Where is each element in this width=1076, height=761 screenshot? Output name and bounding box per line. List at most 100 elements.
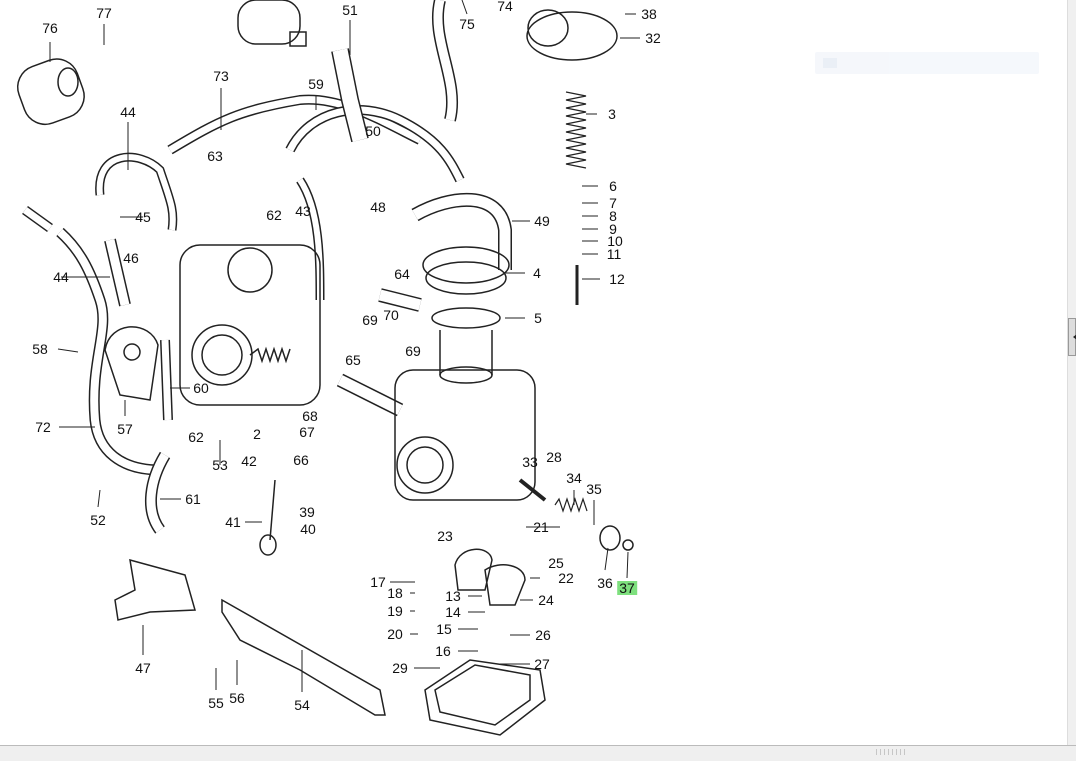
part-label-28[interactable]: 28 [546,449,562,465]
part-label-39[interactable]: 39 [299,504,315,520]
part-label-63[interactable]: 63 [207,148,223,164]
part-label-14[interactable]: 14 [445,604,461,620]
part-label-51[interactable]: 51 [342,2,358,18]
part-label-16[interactable]: 16 [435,643,451,659]
part-label-2[interactable]: 2 [253,426,261,442]
spring-41 [259,479,277,556]
part-label-52[interactable]: 52 [90,512,106,528]
part-label-24[interactable]: 24 [538,592,554,608]
part-label-45[interactable]: 45 [135,209,151,225]
part-label-44[interactable]: 44 [53,269,69,285]
fuel-filter-76 [16,58,85,126]
part-label-27[interactable]: 27 [534,656,550,672]
part-label-56[interactable]: 56 [229,690,245,706]
part-label-26[interactable]: 26 [535,627,551,643]
part-label-66[interactable]: 66 [293,452,309,468]
part-label-44[interactable]: 44 [120,104,136,120]
choke-57 [104,326,159,401]
part-label-57[interactable]: 57 [117,421,133,437]
part-label-69[interactable]: 69 [405,343,421,359]
carburetor-right [394,369,547,502]
part-label-61[interactable]: 61 [185,491,201,507]
part-label-54[interactable]: 54 [294,697,310,713]
part-label-12[interactable]: 12 [609,271,625,287]
part-label-50[interactable]: 50 [365,123,381,139]
part-label-77[interactable]: 77 [96,5,112,21]
top-cap-74 [526,9,618,61]
part-label-19[interactable]: 19 [387,603,403,619]
part-label-69[interactable]: 69 [362,312,378,328]
part-label-25[interactable]: 25 [548,555,564,571]
part-label-15[interactable]: 15 [436,621,452,637]
filter-top [237,0,307,47]
part-label-53[interactable]: 53 [212,457,228,473]
part-label-62[interactable]: 62 [188,429,204,445]
part-label-42[interactable]: 42 [241,453,257,469]
spring-3 [565,91,587,169]
part-label-3[interactable]: 3 [608,106,616,122]
float-bowl [424,659,546,736]
part-label-35[interactable]: 35 [586,481,602,497]
vertical-scrollbar[interactable] [1067,0,1076,745]
part-label-43[interactable]: 43 [295,203,311,219]
part-label-33[interactable]: 33 [522,454,538,470]
part-label-48[interactable]: 48 [370,199,386,215]
part-label-23[interactable]: 23 [437,528,453,544]
part-label-37[interactable]: 37 [617,580,637,596]
part-label-41[interactable]: 41 [225,514,241,530]
part-label-72[interactable]: 72 [35,419,51,435]
faded-icon [823,58,837,68]
part-label-9[interactable]: 9 [609,221,617,237]
part-label-21[interactable]: 21 [533,519,549,535]
carburetor-left [179,244,321,406]
valve-47 [114,558,196,621]
part-label-8[interactable]: 8 [609,208,617,224]
part-label-29[interactable]: 29 [392,660,408,676]
part-label-38[interactable]: 38 [641,6,657,22]
part-label-40[interactable]: 40 [300,521,316,537]
part-label-59[interactable]: 59 [308,76,324,92]
part-label-20[interactable]: 20 [387,626,403,642]
cap-36 [599,525,634,551]
part-label-10[interactable]: 10 [607,233,623,249]
part-label-73[interactable]: 73 [213,68,229,84]
part-label-67[interactable]: 67 [299,424,315,440]
part-label-47[interactable]: 47 [135,660,151,676]
bottom-resize-bar[interactable] [0,745,1076,761]
part-label-49[interactable]: 49 [534,213,550,229]
part-label-22[interactable]: 22 [558,570,574,586]
part-label-4[interactable]: 4 [533,265,541,281]
faded-overlay-bar [815,52,1039,74]
part-label-32[interactable]: 32 [645,30,661,46]
part-label-5[interactable]: 5 [534,310,542,326]
part-label-11[interactable]: 11 [606,246,622,262]
exploded-view-artwork [16,0,640,736]
part-label-18[interactable]: 18 [387,585,403,601]
part-label-70[interactable]: 70 [383,307,399,323]
float-24 [454,548,526,606]
part-label-64[interactable]: 64 [394,266,410,282]
part-label-55[interactable]: 55 [208,695,224,711]
part-label-58[interactable]: 58 [32,341,48,357]
bracket-54 [221,598,386,716]
part-label-65[interactable]: 65 [345,352,361,368]
diaphragm-4 [422,246,510,384]
part-label-34[interactable]: 34 [566,470,582,486]
part-label-6[interactable]: 6 [609,178,617,194]
part-label-46[interactable]: 46 [123,250,139,266]
part-label-60[interactable]: 60 [193,380,209,396]
part-label-76[interactable]: 76 [42,20,58,36]
part-label-7[interactable]: 7 [609,195,617,211]
part-label-74[interactable]: 74 [497,0,513,14]
part-label-68[interactable]: 68 [302,408,318,424]
resize-grip-icon[interactable] [876,749,908,755]
part-label-17[interactable]: 17 [370,574,386,590]
leader-lines [49,0,640,692]
part-label-75[interactable]: 75 [459,16,475,32]
collapse-panel-handle[interactable] [1068,318,1076,356]
spring-34 [554,497,588,513]
part-label-62[interactable]: 62 [266,207,282,223]
part-label-13[interactable]: 13 [445,588,461,604]
part-label-36[interactable]: 36 [597,575,613,591]
